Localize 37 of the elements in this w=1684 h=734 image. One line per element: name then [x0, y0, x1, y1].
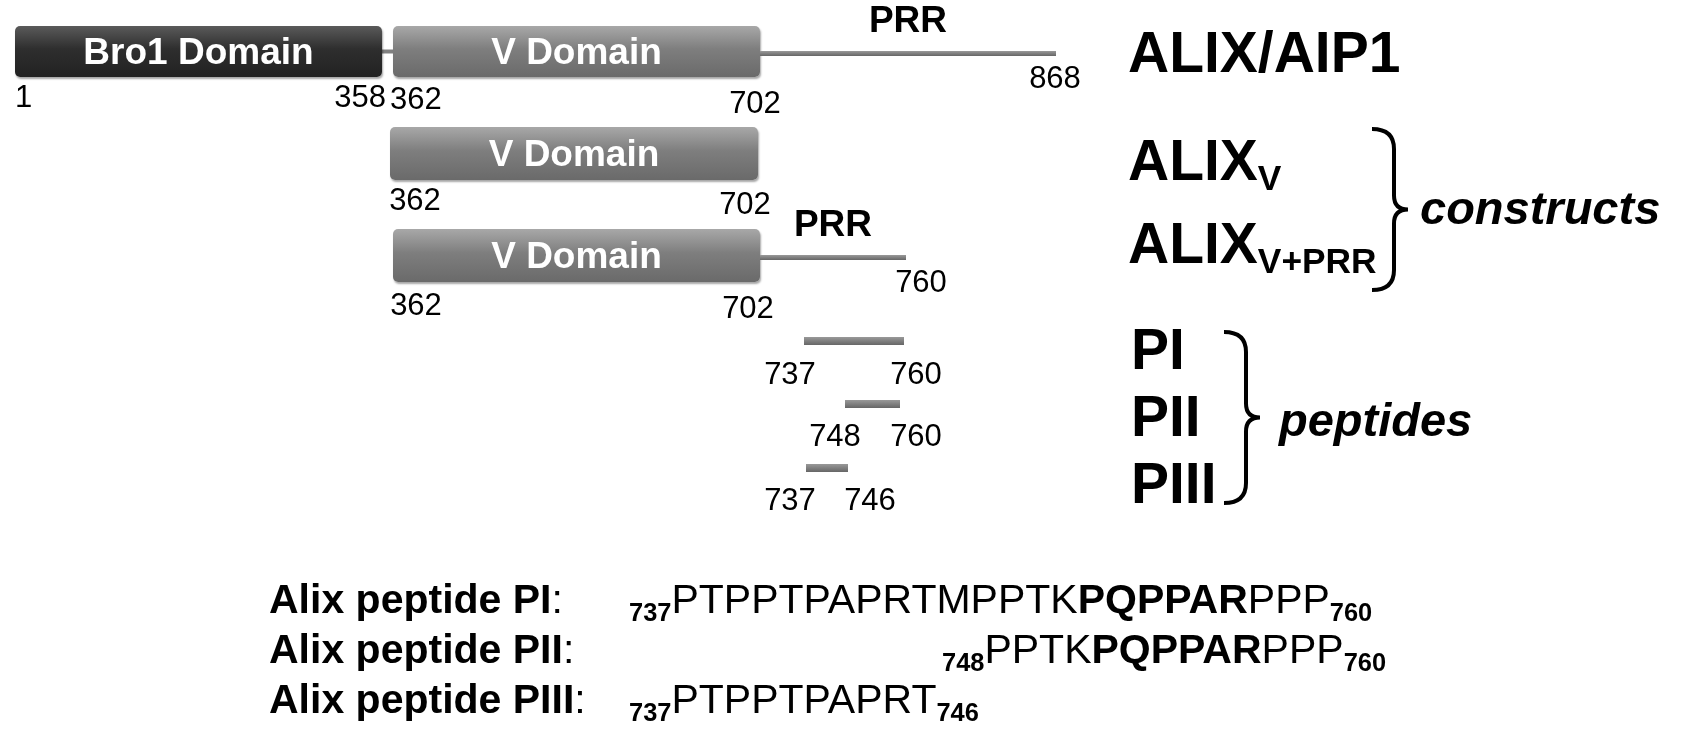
sequence-name: Alix peptide PIII:	[269, 677, 586, 723]
residue-number: 702	[722, 290, 774, 326]
residue-number: 737	[764, 482, 816, 518]
residue-number: 1	[15, 79, 33, 115]
group-label: constructs	[1420, 182, 1661, 234]
peptide-name: PIII	[1131, 451, 1217, 515]
residue-number: 868	[1029, 60, 1081, 96]
peptide-sequence: $_{748}$PPTKPQPPARPPP$_{760}$	[942, 627, 1387, 673]
peptide-name: PI	[1131, 317, 1185, 381]
group-label: peptides	[1279, 394, 1473, 446]
domain-label: V Domain	[488, 132, 660, 175]
domain-label: Bro1 Domain	[83, 30, 314, 73]
residue-number: 748	[809, 418, 861, 454]
residue-number: 746	[844, 482, 896, 518]
residue-number: 760	[895, 264, 947, 300]
residue-number: 702	[719, 186, 771, 222]
region-label: PRR	[792, 204, 874, 244]
peptide-sequence: $_{737}$PTPPTPAPRTMPPTKPQPPARPPP$_{760}$	[629, 577, 1373, 623]
sequence-name: Alix peptide PII:	[269, 627, 575, 673]
domain-label: V Domain	[491, 234, 662, 277]
protein-name: ALIX/AIP1	[1128, 20, 1401, 84]
residue-number: 362	[390, 81, 442, 117]
residue-number: 362	[390, 287, 442, 323]
sequence-name: Alix peptide PI:	[269, 577, 563, 623]
linker-line	[382, 49, 393, 54]
residue-number: 760	[890, 418, 942, 454]
region-label: PRR	[867, 0, 949, 40]
peptide-name: PII	[1131, 384, 1201, 448]
residue-number: 760	[890, 356, 942, 392]
residue-number: 737	[764, 356, 816, 392]
peptide-sequence: $_{737}$PTPPTPAPRT$_{746}$	[629, 677, 979, 723]
residue-number: 362	[389, 182, 441, 218]
residue-number: 702	[729, 85, 781, 121]
residue-number: 358	[334, 79, 386, 115]
construct-name: ALIX$_{V}$	[1128, 128, 1282, 192]
domain-label: V Domain	[491, 30, 662, 73]
construct-name: ALIX$_{V+PRR}$	[1128, 211, 1377, 275]
